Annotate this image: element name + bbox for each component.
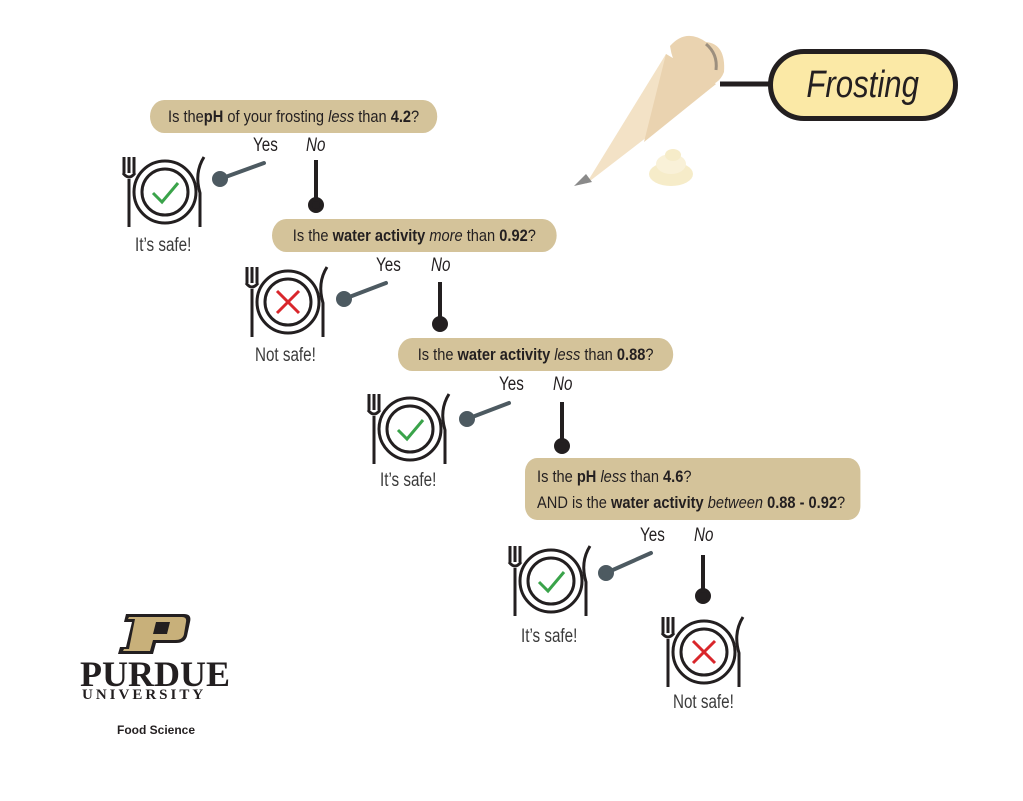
question-1: Is the pH of your frosting less than 4.2… bbox=[150, 100, 438, 133]
check-icon bbox=[537, 571, 566, 594]
no-label-1: No bbox=[306, 135, 326, 156]
no-label-4: No bbox=[694, 525, 714, 546]
question-4: Is the pH less than 4.6? AND is the wate… bbox=[525, 458, 861, 520]
purdue-p-logo-icon bbox=[118, 614, 191, 654]
outcome-5-label: Not safe! bbox=[673, 692, 734, 713]
x-icon bbox=[691, 639, 717, 665]
logo-subtitle: UNIVERSITY bbox=[82, 687, 207, 703]
no-label-2: No bbox=[431, 255, 451, 276]
plate-safe-icon bbox=[507, 545, 592, 616]
plate-safe-icon bbox=[121, 156, 206, 227]
question-4-line-2: AND is the water activity between 0.88 -… bbox=[537, 492, 846, 512]
yes-label-1: Yes bbox=[253, 135, 278, 156]
outcome-4-label: It’s safe! bbox=[521, 626, 578, 647]
yes-label-3: Yes bbox=[499, 374, 524, 395]
question-3: Is the water activity less than 0.88 ? bbox=[398, 338, 674, 371]
plate-safe-icon bbox=[366, 393, 451, 464]
logo-wordmark: PURDUE bbox=[80, 654, 230, 694]
yes-label-4: Yes bbox=[640, 525, 665, 546]
page-title: Frosting bbox=[806, 63, 920, 106]
plate-unsafe-icon bbox=[660, 616, 745, 687]
question-4-line-1: Is the pH less than 4.6? bbox=[537, 466, 692, 486]
piping-bag-illustration bbox=[574, 35, 725, 186]
outcome-3-label: It’s safe! bbox=[380, 470, 437, 491]
check-icon bbox=[151, 182, 180, 205]
no-label-3: No bbox=[553, 374, 573, 395]
outcome-1-label: It’s safe! bbox=[135, 235, 192, 256]
plate-unsafe-icon bbox=[244, 266, 329, 337]
question-2: Is the water activity more than 0.92 ? bbox=[272, 219, 557, 252]
outcome-2-label: Not safe! bbox=[255, 345, 316, 366]
check-icon bbox=[396, 419, 425, 442]
department-label: Food Science bbox=[117, 723, 196, 737]
title-badge: Frosting bbox=[768, 49, 958, 121]
x-icon bbox=[275, 289, 301, 315]
yes-label-2: Yes bbox=[376, 255, 401, 276]
